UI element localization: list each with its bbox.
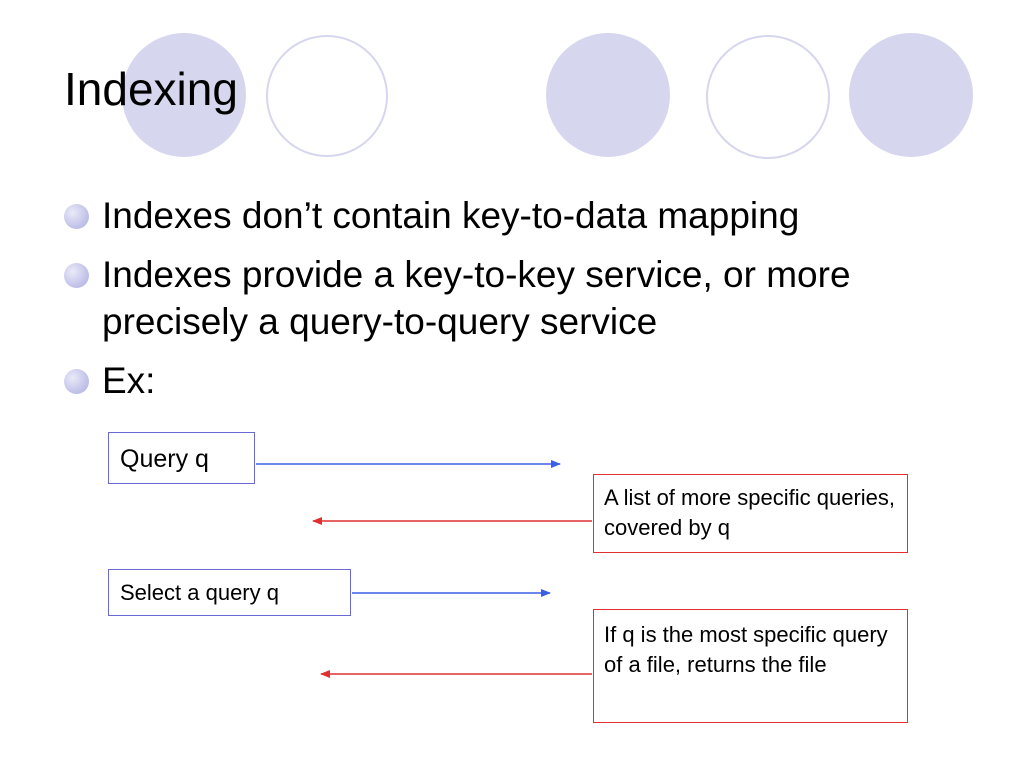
bullet-dot-icon bbox=[64, 263, 89, 288]
file-result-box: If q is the most specific query of a fil… bbox=[593, 609, 908, 723]
bullet-item: Indexes don’t contain key-to-data mappin… bbox=[64, 192, 1004, 239]
decor-circle-outline-1 bbox=[266, 35, 388, 157]
bullet-dot-icon bbox=[64, 369, 89, 394]
decor-circle-filled-3 bbox=[849, 33, 973, 157]
query-list-box: A list of more specific queries, covered… bbox=[593, 474, 908, 553]
bullet-item: Indexes provide a key-to-key service, or… bbox=[64, 251, 1004, 345]
bullet-dot-icon bbox=[64, 204, 89, 229]
bullet-item: Ex: bbox=[64, 357, 1004, 404]
decor-circle-outline-2 bbox=[706, 35, 830, 159]
bullet-text: Indexes provide a key-to-key service, or… bbox=[102, 254, 851, 342]
bullet-text: Indexes don’t contain key-to-data mappin… bbox=[102, 195, 800, 236]
decor-circle-filled-2 bbox=[546, 33, 670, 157]
bullet-text: Ex: bbox=[102, 360, 156, 401]
decor-circle-filled-1 bbox=[122, 33, 246, 157]
select-query-box: Select a query q bbox=[108, 569, 351, 616]
bullet-list: Indexes don’t contain key-to-data mappin… bbox=[64, 192, 1004, 416]
slide-title: Indexing bbox=[64, 63, 238, 115]
query-box: Query q bbox=[108, 432, 255, 484]
